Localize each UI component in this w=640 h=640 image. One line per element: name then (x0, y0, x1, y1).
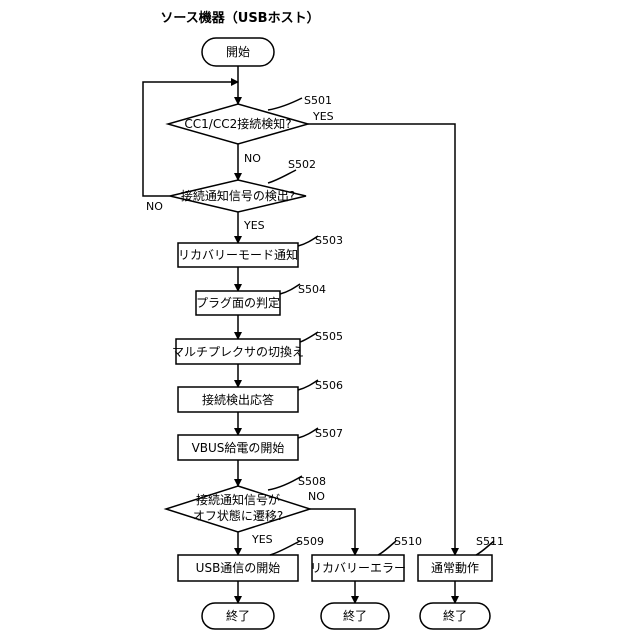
s505-label: マルチプレクサの切換え (172, 345, 304, 359)
s505-step: S505 (315, 330, 343, 343)
process-s505: マルチプレクサの切換え S505 (172, 330, 343, 364)
end1-label: 終了 (226, 608, 250, 623)
decision-s508: 接続通知信号が オフ状態に遷移? S508 (166, 475, 326, 532)
edge-s508-no-s510 (310, 509, 355, 555)
s504-label: プラグ面の判定 (196, 295, 280, 310)
end-terminal-1: 終了 (202, 603, 274, 629)
s504-step: S504 (298, 283, 326, 296)
s511-step: S511 (476, 535, 504, 548)
process-s511: 通常動作 S511 (418, 535, 504, 581)
end-terminal-3: 終了 (420, 603, 490, 629)
s506-label: 接続検出応答 (202, 392, 274, 407)
end3-label: 終了 (443, 608, 467, 623)
process-s504: プラグ面の判定 S504 (196, 283, 326, 315)
s510-label: リカバリーエラー (310, 561, 406, 575)
s501-no-label: NO (244, 152, 261, 165)
s507-step: S507 (315, 427, 343, 440)
s508-label-line2: オフ状態に遷移? (193, 508, 283, 523)
s506-step: S506 (315, 379, 343, 392)
s508-label-line1: 接続通知信号が (196, 492, 280, 507)
end-terminal-2: 終了 (321, 603, 389, 629)
s502-label: 接続通知信号の検出? (181, 188, 295, 203)
process-s506: 接続検出応答 S506 (178, 379, 343, 412)
s508-step: S508 (298, 475, 326, 488)
end2-label: 終了 (343, 608, 367, 623)
s502-step: S502 (288, 158, 316, 171)
s510-step: S510 (394, 535, 422, 548)
diagram-title: ソース機器（USBホスト） (160, 10, 319, 26)
s503-step: S503 (315, 234, 343, 247)
s508-yes-label: YES (251, 533, 273, 546)
process-s509: USB通信の開始 S509 (178, 535, 324, 581)
process-s503: リカバリーモード通知 S503 (178, 234, 343, 267)
s501-step: S501 (304, 94, 332, 107)
decision-s502: 接続通知信号の検出? S502 (170, 158, 316, 212)
process-s507: VBUS給電の開始 S507 (178, 427, 343, 460)
s501-yes-label: YES (312, 110, 334, 123)
s509-step: S509 (296, 535, 324, 548)
s502-no-label: NO (146, 200, 163, 213)
s503-label: リカバリーモード通知 (178, 248, 298, 262)
process-s510: リカバリーエラー S510 (310, 535, 422, 581)
s501-label: CC1/CC2接続検知? (184, 116, 291, 131)
s511-label: 通常動作 (431, 561, 479, 575)
s509-label: USB通信の開始 (196, 561, 281, 575)
s507-label: VBUS給電の開始 (192, 441, 285, 455)
s508-no-label: NO (308, 490, 325, 503)
start-terminal: 開始 (202, 38, 274, 66)
start-label: 開始 (226, 45, 250, 59)
decision-s501: CC1/CC2接続検知? S501 (168, 94, 332, 144)
s502-yes-label: YES (243, 219, 265, 232)
connectors (143, 66, 455, 603)
